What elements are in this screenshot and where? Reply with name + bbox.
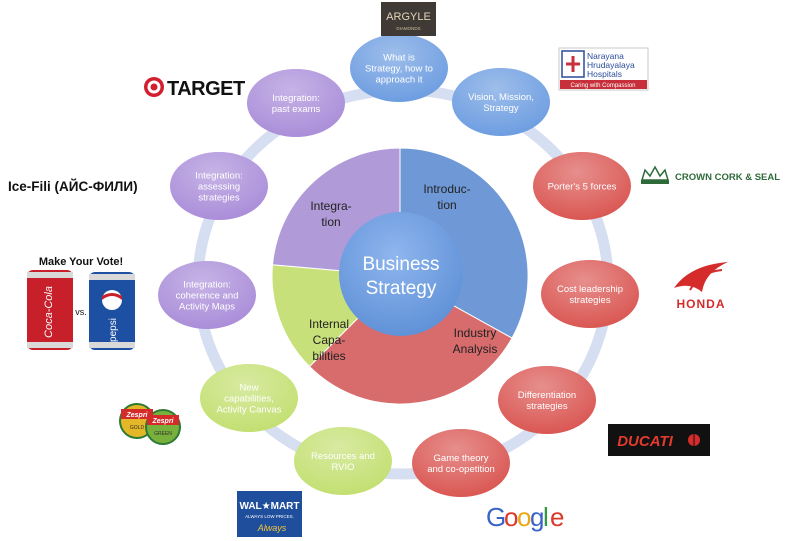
svg-text:GOLD: GOLD [130, 425, 145, 431]
ring-node-label: approach it [375, 75, 422, 86]
target-logo: TARGET [144, 77, 246, 100]
svg-text:WAL★MART: WAL★MART [239, 501, 299, 512]
google-letter: g [530, 502, 544, 532]
svg-text:HONDA: HONDA [677, 297, 726, 311]
svg-text:vs.: vs. [75, 307, 87, 317]
ring-node-label: Strategy, how to [365, 64, 433, 75]
svg-text:Internal: Internal [309, 317, 349, 331]
svg-text:pepsi: pepsi [108, 318, 119, 342]
pie-sector-industry-analysis [308, 275, 513, 405]
svg-text:Caring with Compassion: Caring with Compassion [570, 83, 635, 89]
svg-text:CROWN CORK & SEAL: CROWN CORK & SEAL [675, 172, 780, 183]
ring-node-label: Porter's 5 forces [548, 182, 617, 193]
ring-node-label: Integration: [183, 280, 231, 291]
svg-text:Integra-: Integra- [310, 199, 351, 213]
walmart-logo: WAL★MART ALWAYS LOW PRICES. Always [237, 491, 302, 537]
svg-text:Industry: Industry [454, 326, 497, 340]
ring-node-label: Resources and [311, 451, 375, 462]
svg-text:Zespri: Zespri [151, 418, 174, 425]
google-letter: o [517, 502, 531, 532]
ring-node-label: Activity Maps [179, 302, 235, 313]
ring-node-label: Integration: [195, 171, 243, 182]
svg-text:bilities: bilities [312, 349, 345, 363]
svg-text:Narayana: Narayana [587, 51, 624, 61]
pie-label-introduction: Introduc- tion [423, 182, 470, 212]
svg-text:Zespri: Zespri [125, 412, 148, 419]
ring-node-label: assessing [198, 182, 240, 193]
svg-text:Analysis: Analysis [453, 342, 498, 356]
center-label-line-2: Strategy [366, 278, 437, 299]
svg-text:TARGET: TARGET [167, 78, 245, 100]
svg-text:ARGYLE: ARGYLE [386, 11, 431, 23]
coke-vs-pepsi-logo: Make Your Vote! Coca-Cola vs. pepsi [27, 256, 135, 350]
honda-logo: HONDA [674, 262, 728, 311]
pie-label-internal-capabilities: Internal Capa- bilities [309, 317, 349, 363]
svg-text:Hrudayalaya: Hrudayalaya [587, 60, 635, 70]
svg-text:Make Your Vote!: Make Your Vote! [39, 256, 123, 268]
argyle-diamonds-logo: ARGYLE DIAMONDS [381, 2, 436, 36]
svg-text:GREEN: GREEN [154, 431, 172, 437]
ring-node-label: strategies [526, 401, 567, 412]
ring-node-vision-mission[interactable]: Vision, Mission,Strategy [452, 68, 550, 136]
ring-node-label: Activity Canvas [217, 405, 282, 416]
svg-text:Hospitals: Hospitals [587, 69, 622, 79]
ring-node-label: Strategy [483, 103, 519, 114]
ring-node-label: strategies [569, 295, 610, 306]
zespri-logo: Zespri Zespri GOLD GREEN [119, 403, 181, 445]
ring-node-label: Integration: [272, 93, 320, 104]
ring-node-label: Game theory [434, 453, 489, 464]
svg-text:Always: Always [257, 523, 287, 533]
ice-fili-logo: Ice-Fili (АЙС-ФИЛИ) [8, 179, 138, 194]
svg-text:Coca-Cola: Coca-Cola [43, 286, 55, 338]
ring-node-label: Differentiation [518, 390, 576, 401]
svg-text:tion: tion [437, 198, 456, 212]
svg-text:Capa-: Capa- [313, 333, 346, 347]
narayana-hospitals-logo: Narayana Hrudayalaya Hospitals Caring wi… [558, 47, 649, 91]
google-letter: G [486, 502, 506, 532]
ring-node-label: What is [383, 53, 415, 64]
ring-node-label: strategies [198, 193, 239, 204]
google-letter: o [504, 502, 518, 532]
pie-label-integration: Integra- tion [310, 199, 351, 229]
ring-node-label: past exams [272, 104, 321, 115]
ring-node-label: RVIO [331, 462, 354, 473]
google-letter: e [550, 502, 564, 532]
ring-node-label: New [239, 383, 258, 394]
ring-node-label: and co-opetition [427, 464, 495, 475]
ring-node-integration-past-exams[interactable]: Integration:past exams [247, 69, 345, 137]
pie-label-industry-analysis: Industry Analysis [453, 326, 498, 356]
svg-text:Introduc-: Introduc- [423, 182, 470, 196]
center-label-line-1: Business [362, 254, 439, 275]
svg-text:tion: tion [321, 215, 340, 229]
ring-node-label: coherence and [176, 291, 239, 302]
crown-cork-seal-logo: CROWN CORK & SEAL [640, 165, 780, 184]
ring-node-label: Cost leadership [557, 284, 623, 295]
ring-node-porters-5-forces[interactable]: Porter's 5 forces [533, 152, 631, 220]
google-letter: l [543, 502, 549, 532]
svg-text:DUCATI: DUCATI [617, 433, 673, 450]
svg-text:ALWAYS LOW PRICES.: ALWAYS LOW PRICES. [245, 514, 294, 519]
ducati-logo: DUCATI [608, 424, 710, 456]
svg-text:DIAMONDS: DIAMONDS [396, 26, 420, 31]
ring-node-label: capabilities, [224, 394, 274, 405]
ring-node-label: Vision, Mission, [468, 92, 534, 103]
center-circle [339, 212, 463, 336]
